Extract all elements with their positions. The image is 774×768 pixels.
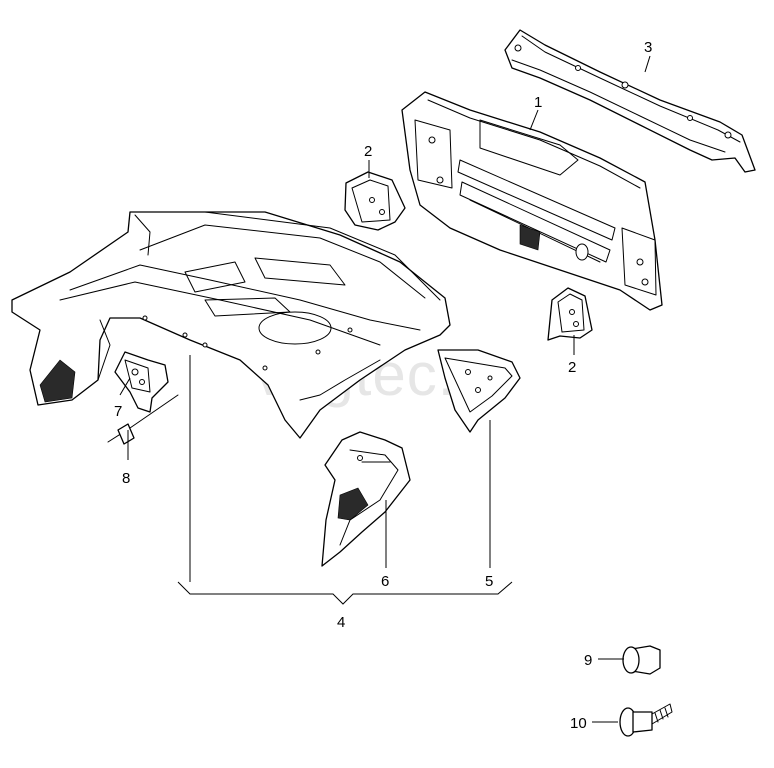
part-6-side-support	[321, 431, 411, 567]
callout-labels: 3 1 2 2 7 8 6 5 4 9 10	[114, 39, 652, 732]
leader-lines	[119, 55, 651, 723]
callout-3: 3	[644, 39, 652, 56]
callout-1: 1	[534, 94, 542, 111]
callout-8: 8	[122, 470, 130, 487]
callout-9: 9	[584, 652, 592, 669]
part-9-clip	[622, 645, 661, 675]
callout-10: 10	[570, 715, 587, 732]
part-7-mount-bracket	[114, 351, 169, 413]
part-2-bracket-upper	[344, 171, 406, 231]
callout-2-lower: 2	[568, 359, 576, 376]
callout-2-upper: 2	[364, 143, 372, 160]
part-8-bolt	[107, 394, 179, 445]
part-1-rear-panel	[401, 91, 663, 311]
part-2-bracket-lower	[547, 287, 593, 341]
part-3-cross-member	[504, 29, 756, 173]
callout-7: 7	[114, 403, 122, 420]
callout-5: 5	[485, 573, 493, 590]
part-10-screw	[619, 703, 673, 737]
part-5-gusset	[437, 349, 521, 433]
part-4-floor-pan	[11, 211, 451, 439]
callout-4: 4	[337, 614, 345, 631]
callout-6: 6	[381, 573, 389, 590]
